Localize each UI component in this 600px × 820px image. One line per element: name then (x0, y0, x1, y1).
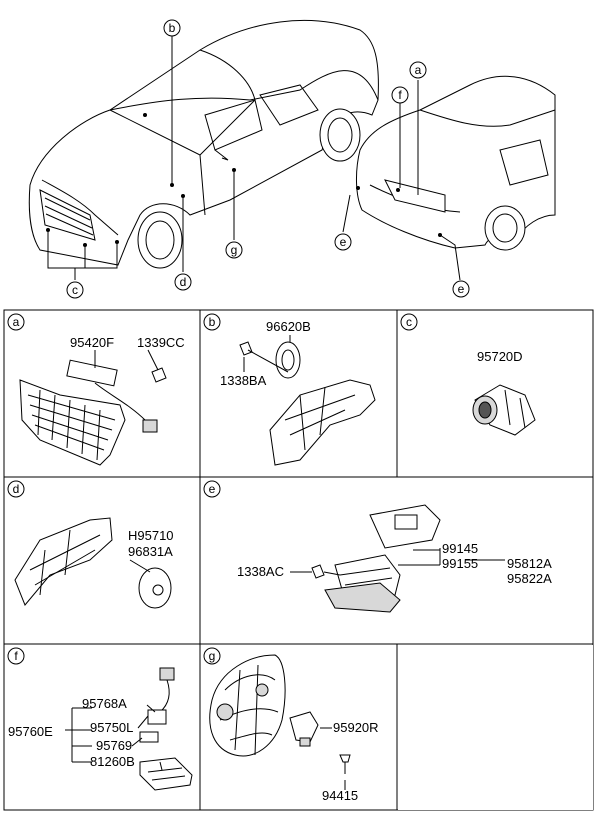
part-99145: 99145 (442, 541, 478, 556)
svg-text:d: d (180, 275, 187, 289)
panel-d-letter: d (13, 482, 20, 496)
part-95812A: 95812A (507, 556, 552, 571)
lamp-part (139, 757, 193, 791)
part-95920R: 95920R (333, 720, 379, 735)
part-95822A: 95822A (507, 571, 552, 586)
svg-text:e: e (458, 282, 465, 296)
part-81260B: 81260B (90, 754, 135, 769)
svg-text:g: g (231, 243, 238, 257)
callout-e-left: e (334, 233, 352, 251)
panel-e-letter: e (209, 482, 216, 496)
part-95768A: 95768A (82, 696, 127, 711)
callout-d: d (174, 273, 192, 291)
svg-text:e: e (340, 235, 347, 249)
callout-c: c (66, 281, 84, 299)
svg-text:c: c (72, 283, 78, 297)
panel-c: c 95720D (400, 313, 536, 436)
part-H95710: H95710 (128, 528, 174, 543)
svg-text:f: f (398, 88, 402, 102)
part-95750L: 95750L (90, 720, 133, 735)
part-94415: 94415 (322, 788, 358, 803)
panel-b-letter: b (209, 315, 216, 329)
overview-callouts: b d g c a f e e (66, 19, 470, 299)
part-95420F: 95420F (70, 335, 114, 350)
callout-f: f (391, 86, 409, 104)
panel-e: e 1338AC 99145 99155 95812A 95822A (203, 480, 552, 613)
panel-b: b 96620B 1338BA (203, 313, 376, 466)
panel-a: a 95420F 1339CC (7, 313, 185, 466)
panel-g: g 95920R 94415 (203, 647, 379, 803)
callout-b: b (163, 19, 181, 37)
part-99155: 99155 (442, 556, 478, 571)
panel-f-letter: f (14, 649, 18, 663)
group-95760E: 95760E (8, 724, 53, 739)
grille-part (19, 379, 126, 466)
bracket-part-d (14, 517, 113, 606)
door-module-part (209, 654, 286, 757)
callout-a: a (409, 61, 427, 79)
part-1339CC: 1339CC (137, 335, 185, 350)
panel-d: d H95710 96831A (7, 480, 174, 609)
callout-g: g (225, 241, 243, 259)
panel-c-letter: c (406, 315, 412, 329)
bracket-part (269, 379, 376, 466)
rear-car-illustration (342, 75, 556, 281)
part-96831A: 96831A (128, 544, 173, 559)
part-96620B: 96620B (266, 319, 311, 334)
panel-a-letter: a (13, 315, 20, 329)
panel-g-letter: g (209, 649, 216, 663)
part-95720D: 95720D (477, 349, 523, 364)
callout-e-right: e (452, 280, 470, 298)
svg-text:b: b (169, 21, 176, 35)
panel-grid (3, 309, 594, 811)
panel-f: f 95760E 95768A 95750L 95769 81260B (7, 647, 193, 791)
front-car-illustration (28, 19, 379, 280)
svg-text:a: a (415, 63, 422, 77)
part-1338AC: 1338AC (237, 564, 284, 579)
part-95769: 95769 (96, 738, 132, 753)
part-1338BA: 1338BA (220, 373, 267, 388)
